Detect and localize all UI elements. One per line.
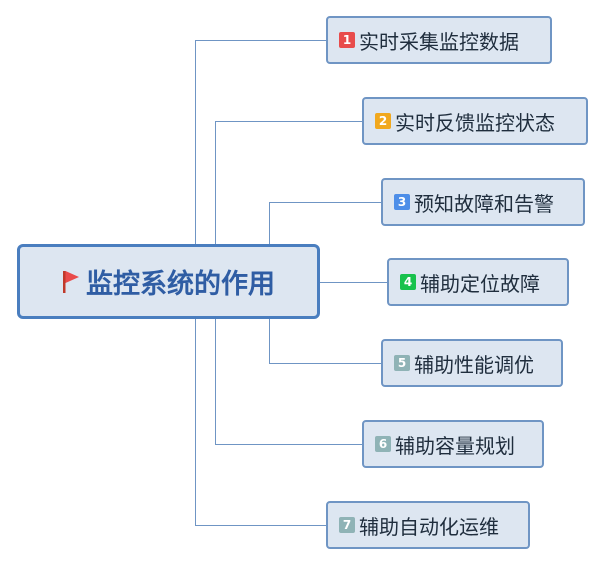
number-badge: 3	[394, 194, 410, 210]
topic-label: 预知故障和告警	[414, 191, 554, 216]
number-badge: 1	[339, 32, 355, 48]
topic-label: 辅助定位故障	[420, 271, 540, 296]
topic-node-4[interactable]: 4 辅助定位故障	[387, 258, 569, 306]
flag-shape	[65, 270, 79, 283]
connector-7	[195, 319, 326, 526]
topic-node-3[interactable]: 3 预知故障和告警	[381, 178, 585, 226]
connector-1	[195, 40, 326, 244]
number-badge: 5	[394, 355, 410, 371]
topic-label: 实时反馈监控状态	[395, 110, 555, 135]
connector-6	[215, 319, 362, 445]
flag-icon	[62, 270, 80, 294]
connector-3	[269, 202, 381, 244]
number-badge: 6	[375, 436, 391, 452]
topic-label: 辅助容量规划	[395, 433, 515, 458]
topic-node-7[interactable]: 7 辅助自动化运维	[326, 501, 530, 549]
connector-5	[269, 319, 381, 364]
topic-label: 辅助性能调优	[414, 352, 534, 377]
topic-node-6[interactable]: 6 辅助容量规划	[362, 420, 544, 468]
topic-node-1[interactable]: 1 实时采集监控数据	[326, 16, 552, 64]
topic-label: 辅助自动化运维	[359, 514, 499, 539]
central-topic[interactable]: 监控系统的作用	[17, 244, 320, 319]
central-topic-label: 监控系统的作用	[86, 269, 275, 300]
topic-node-5[interactable]: 5 辅助性能调优	[381, 339, 563, 387]
topic-node-2[interactable]: 2 实时反馈监控状态	[362, 97, 588, 145]
number-badge: 2	[375, 113, 391, 129]
topic-label: 实时采集监控数据	[359, 29, 519, 54]
connector-2	[215, 121, 362, 244]
number-badge: 7	[339, 517, 355, 533]
number-badge: 4	[400, 274, 416, 290]
